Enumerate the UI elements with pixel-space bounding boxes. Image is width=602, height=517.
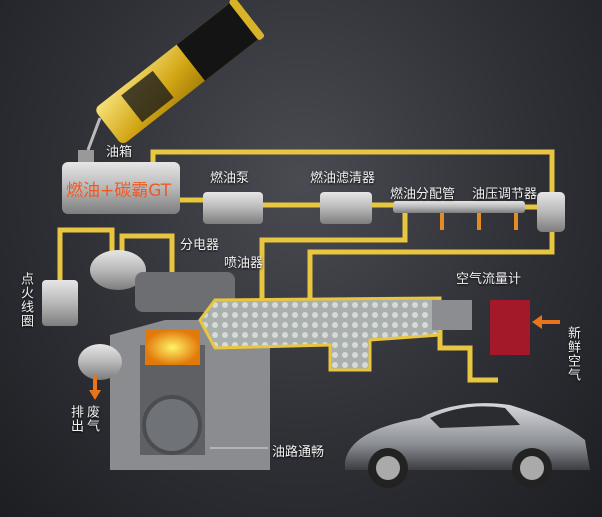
pour-stream — [86, 117, 102, 151]
intake-manifold — [198, 296, 442, 372]
throttle-body — [432, 300, 472, 330]
ignition-coil — [42, 280, 78, 326]
air-flow-meter — [490, 300, 530, 355]
label-pressure-regulator: 油压调节器 — [472, 187, 538, 202]
label-air-flow-meter: 空气流量计 — [456, 272, 522, 287]
exhaust-port — [78, 344, 122, 380]
label-exhaust-1: 废气 — [84, 405, 99, 433]
label-exhaust-2: 排出 — [68, 405, 83, 433]
label-tank-content: 燃油+碳霸GT — [66, 181, 172, 201]
label-ignition-coil: 点火线圈 — [18, 272, 33, 328]
label-fuel-filter: 燃油滤清器 — [310, 171, 376, 186]
label-fuel-pump: 燃油泵 — [210, 171, 250, 186]
valve-cover — [135, 272, 235, 312]
additive-can — [96, 0, 265, 144]
fuel-tank — [62, 162, 180, 214]
combustion-flame — [145, 330, 200, 365]
fuel-filter — [320, 192, 372, 224]
label-fuel-rail: 燃油分配管 — [390, 187, 456, 202]
fuel-rail — [393, 201, 525, 213]
crankshaft — [142, 395, 202, 455]
pressure-regulator — [537, 192, 565, 232]
label-distributor: 分电器 — [180, 238, 220, 253]
label-fresh-air: 新鲜空气 — [565, 326, 580, 382]
fuel-pump — [203, 192, 263, 224]
sports-car — [345, 403, 590, 488]
label-fuel-tank: 油箱 — [106, 145, 133, 160]
label-fuel-line-clear: 油路通畅 — [272, 445, 325, 460]
fuel-lines — [57, 149, 555, 383]
label-injector: 喷油器 — [224, 256, 264, 271]
rail-injectors — [440, 213, 518, 230]
distributor — [90, 250, 146, 290]
